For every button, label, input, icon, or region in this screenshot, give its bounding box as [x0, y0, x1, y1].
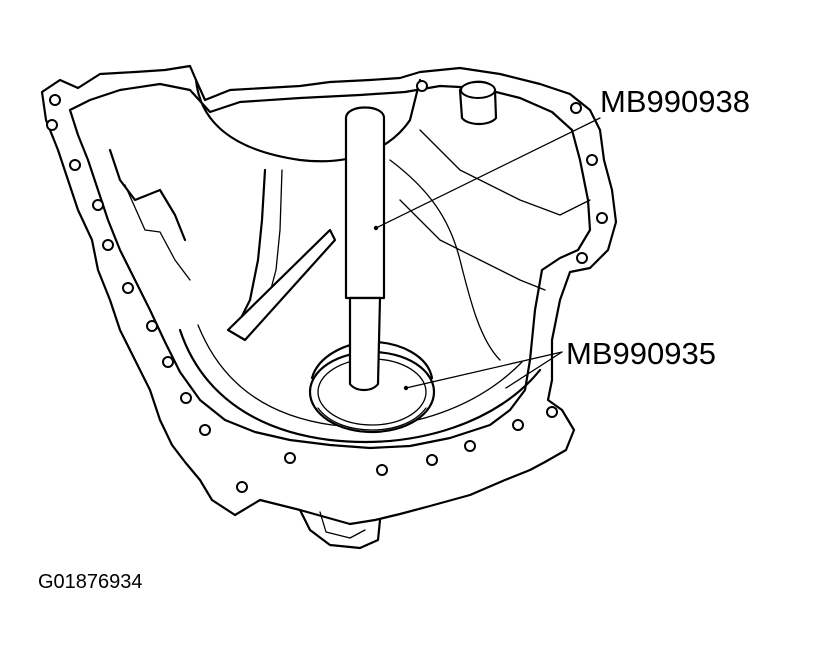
- bolt-holes: [46, 80, 608, 493]
- left-web-2: [267, 169, 283, 301]
- right-rib-2: [399, 199, 546, 291]
- figure-code: G01876934: [38, 571, 143, 593]
- upper-rib-inner: [124, 184, 191, 281]
- leader-mb990938: [375, 117, 601, 229]
- handle-tool-mb990938: [344, 106, 386, 392]
- left-web: [238, 168, 267, 322]
- leader-dot-mb990935: [403, 385, 409, 391]
- lower-housing-2: [319, 511, 366, 539]
- right-rib-1: [419, 129, 591, 216]
- leader-dot-mb990938: [373, 225, 379, 231]
- leader-mb990935-b: [505, 351, 563, 389]
- case-outer-flange: [40, 64, 618, 526]
- case-cavity-inner: [197, 324, 523, 428]
- case-cavity: [178, 328, 542, 444]
- lower-housing: [298, 508, 382, 550]
- callout-mb990935: MB990935: [566, 336, 716, 371]
- bracket-plate: [226, 228, 337, 342]
- leader-mb990935-a: [405, 351, 563, 389]
- right-boss-top: [460, 81, 496, 99]
- upper-bore-arch: [194, 78, 422, 163]
- callout-mb990938: MB990938: [600, 84, 750, 119]
- installer-cup-mb990935: [308, 340, 436, 434]
- case-inner-flange: [68, 82, 592, 450]
- right-rib-3: [389, 159, 501, 361]
- upper-rib-left: [108, 148, 187, 242]
